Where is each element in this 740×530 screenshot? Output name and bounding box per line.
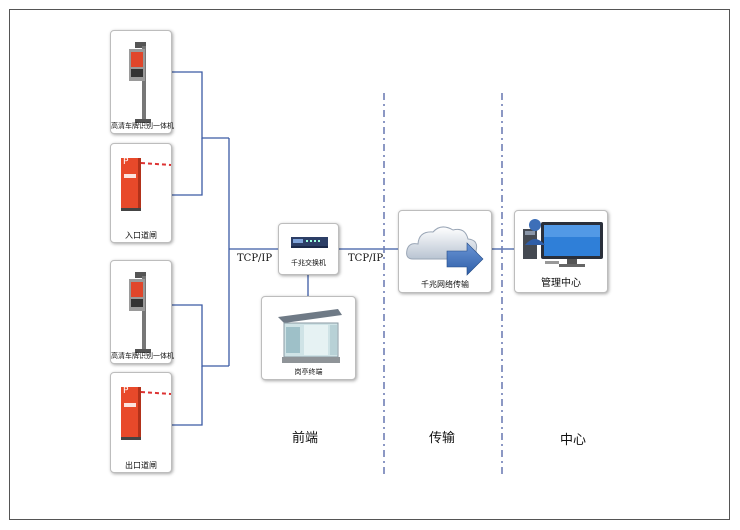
cloud-arrow-icon xyxy=(406,226,484,276)
exit-barrier-label: 出口道闸 xyxy=(125,461,157,470)
lpr-camera-icon xyxy=(129,42,151,123)
wire-barrier-exit xyxy=(172,366,203,426)
switch-label: 千兆交换机 xyxy=(291,259,326,267)
lpr-camera-icon xyxy=(129,272,151,353)
center-label: 管理中心 xyxy=(541,278,581,289)
barrier-gate-icon xyxy=(121,387,172,440)
network-label: 千兆网络传输 xyxy=(421,280,469,289)
booth-label: 岗亭终端 xyxy=(294,368,323,376)
camera-top-label: 高清车牌识别一体机 xyxy=(111,122,174,130)
gigabit-network-device: 千兆网络传输 xyxy=(398,210,492,293)
barrier-entry-sign: P xyxy=(123,157,129,167)
camera-device-bottom: 高清车牌识别一体机 xyxy=(110,260,174,364)
wire-barrier-entry xyxy=(172,138,203,196)
camera-device-top: 高清车牌识别一体机 xyxy=(110,30,174,134)
protocol-label-right: TCP/IP xyxy=(348,253,384,264)
zone-label-front: 前端 xyxy=(292,431,319,446)
exit-barrier-device: P 出口道闸 xyxy=(110,372,172,473)
zone-label-transmission: 传输 xyxy=(429,431,456,446)
entry-barrier-device: P 入口道闸 xyxy=(110,143,172,243)
entry-barrier-label: 入口道闸 xyxy=(125,231,157,240)
management-center-device: 管理中心 xyxy=(514,210,608,293)
booth-terminal-device: 岗亭终端 xyxy=(261,296,356,380)
monitor-user-icon xyxy=(523,219,603,267)
barrier-gate-icon xyxy=(121,158,172,211)
gigabit-switch-device: 千兆交换机 xyxy=(278,223,339,275)
protocol-label-left: TCP/IP xyxy=(237,253,273,264)
booth-kiosk-icon xyxy=(278,309,342,363)
barrier-exit-sign: P xyxy=(123,386,129,396)
wire-camera-top xyxy=(172,71,229,139)
diagram-frame xyxy=(9,9,730,520)
wire-camera-bottom xyxy=(172,304,229,367)
zone-label-center: 中心 xyxy=(560,433,587,448)
camera-bottom-label: 高清车牌识别一体机 xyxy=(111,352,174,360)
network-switch-icon xyxy=(291,237,328,248)
